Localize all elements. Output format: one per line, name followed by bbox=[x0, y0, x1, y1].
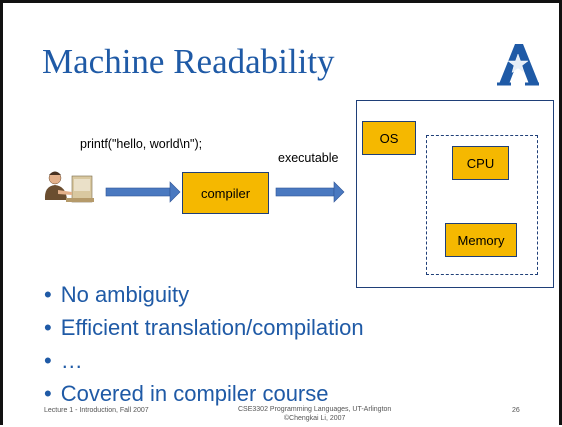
arrow-to-machine bbox=[275, 181, 345, 203]
bullet-item: •… bbox=[44, 348, 83, 373]
bullet-item: •Efficient translation/compilation bbox=[44, 315, 364, 340]
os-box: OS bbox=[362, 121, 416, 155]
compiler-box: compiler bbox=[182, 172, 269, 214]
footer-course: CSE3302 Programming Languages, UT-Arling… bbox=[238, 406, 392, 422]
uta-star-logo-icon bbox=[497, 44, 539, 86]
slide-title: Machine Readability bbox=[42, 42, 335, 81]
arrow-to-compiler bbox=[105, 181, 181, 203]
hardware-dashed-box bbox=[426, 135, 538, 275]
bullet-list: •No ambiguity •Efficient translation/com… bbox=[44, 278, 364, 410]
person-at-computer-icon bbox=[44, 171, 94, 203]
footer-lecture: Lecture 1 - Introduction, Fall 2007 bbox=[44, 407, 149, 414]
bullet-item: •No ambiguity bbox=[44, 282, 190, 307]
page-number: 26 bbox=[512, 407, 520, 414]
bullet-item: •Covered in compiler course bbox=[44, 381, 329, 406]
executable-label: executable bbox=[278, 151, 339, 165]
code-snippet: printf("hello, world\n"); bbox=[80, 137, 203, 151]
memory-box: Memory bbox=[445, 223, 517, 257]
cpu-box: CPU bbox=[452, 146, 509, 180]
